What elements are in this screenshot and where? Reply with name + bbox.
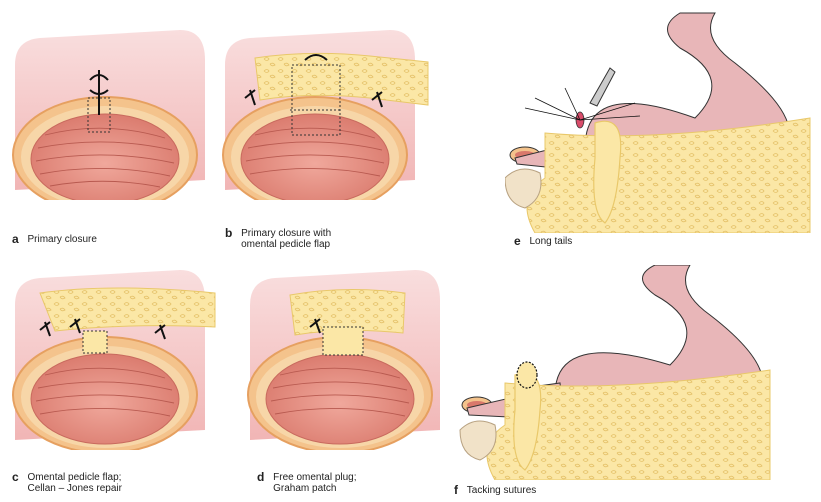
panel-e-illustration xyxy=(505,8,815,233)
caption-letter: d xyxy=(257,470,264,484)
caption-letter: b xyxy=(225,226,232,240)
caption-text: Primary closure xyxy=(27,234,96,245)
caption-text: Long tails xyxy=(529,236,572,247)
caption-letter: e xyxy=(514,234,521,248)
tube-cross-section xyxy=(10,265,220,450)
caption-text-line1: Free omental plug; xyxy=(273,472,356,483)
stomach-illustration xyxy=(455,265,775,480)
tube-cross-section xyxy=(10,20,210,200)
panel-d-illustration xyxy=(245,265,455,450)
caption-text-line1: Omental pedicle flap; xyxy=(27,472,121,483)
caption-b: b Primary closure with omental pedicle f… xyxy=(225,228,331,250)
caption-a: a Primary closure xyxy=(12,234,97,246)
panel-c-illustration xyxy=(10,265,220,450)
panel-b-illustration xyxy=(220,20,430,200)
caption-letter: f xyxy=(454,483,458,497)
tube-cross-section xyxy=(220,20,430,200)
caption-f: f Tacking sutures xyxy=(454,485,536,497)
panel-f-illustration xyxy=(455,265,775,480)
caption-e: e Long tails xyxy=(514,236,572,248)
caption-d: d Free omental plug; Graham patch xyxy=(257,472,357,494)
caption-text: Tacking sutures xyxy=(467,485,536,496)
caption-c: c Omental pedicle flap; Cellan – Jones r… xyxy=(12,472,122,494)
tube-cross-section xyxy=(245,265,455,450)
caption-text-line2: omental pedicle flap xyxy=(241,239,330,250)
caption-text-line1: Primary closure with xyxy=(241,228,331,239)
caption-letter: a xyxy=(12,232,19,246)
stomach-illustration xyxy=(505,8,815,233)
caption-text-line2: Cellan – Jones repair xyxy=(27,483,122,494)
caption-letter: c xyxy=(12,470,19,484)
caption-text-line2: Graham patch xyxy=(273,483,336,494)
panel-a-illustration xyxy=(10,20,210,200)
